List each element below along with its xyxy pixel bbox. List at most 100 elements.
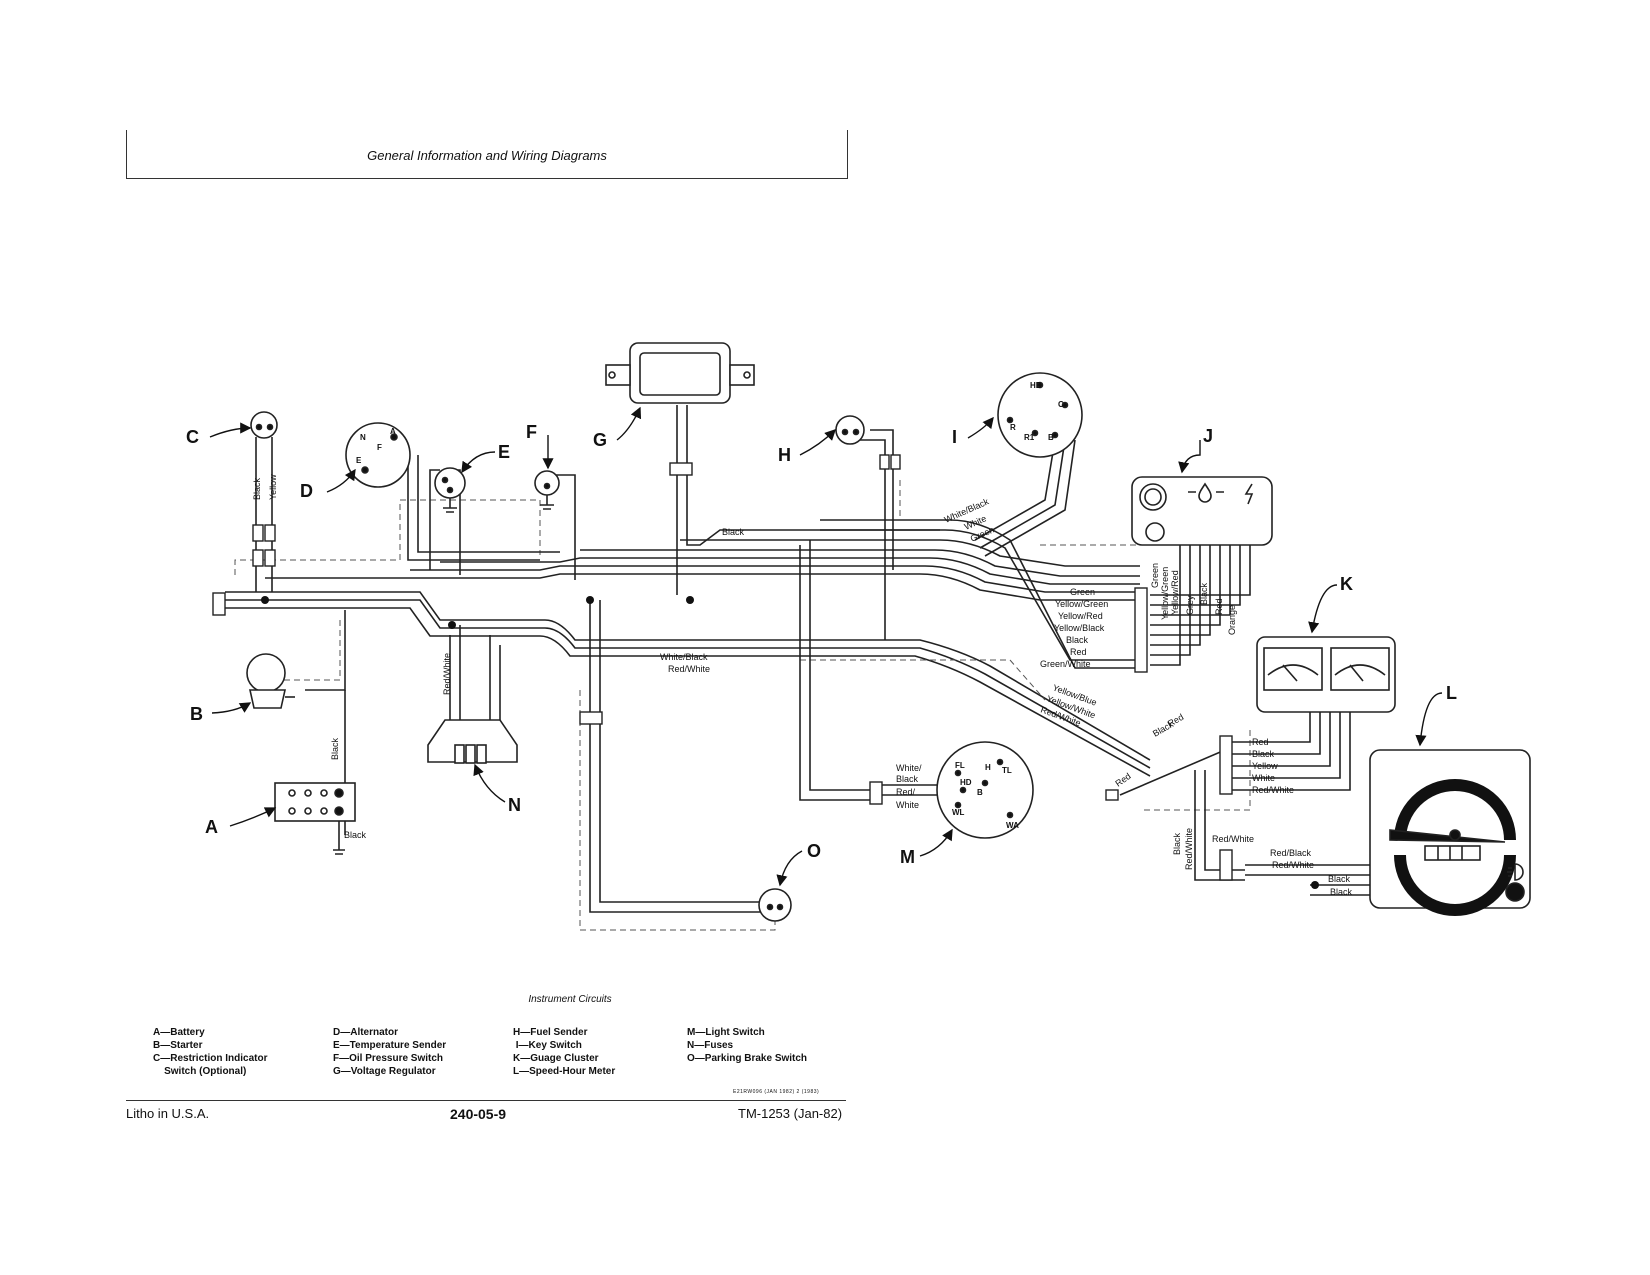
harness-upper — [820, 529, 1140, 661]
label-j: J — [1203, 426, 1213, 446]
harness-upper — [265, 573, 1140, 601]
terminal-label: TL — [1002, 766, 1012, 775]
restriction-switch-icon — [250, 411, 278, 439]
terminal-label: B — [977, 788, 983, 797]
connector — [669, 462, 693, 476]
starter-icon — [246, 653, 286, 693]
wire-label: Black — [1330, 887, 1353, 897]
label-b: B — [190, 704, 203, 724]
wire-label: Yellow/Black — [1054, 623, 1105, 633]
wire-label: Black — [344, 830, 367, 840]
harness-trunk — [225, 591, 1151, 761]
terminal-label: E — [356, 456, 362, 465]
wire-j — [1150, 545, 1201, 646]
terminal-label: N — [360, 433, 366, 442]
connector — [1219, 849, 1233, 881]
page-header: General Information and Wiring Diagrams — [126, 130, 848, 179]
key-switch-icon — [997, 372, 1083, 458]
wire-red-lead — [1119, 749, 1226, 796]
harness-upper — [580, 549, 1140, 577]
wire-i — [974, 439, 1056, 541]
figure-caption: Instrument Circuits — [528, 994, 612, 1005]
fine-print: E21RW096 (JAN 1982) 2 (1983) — [733, 1089, 820, 1095]
terminal-label: R — [1010, 423, 1016, 432]
wire-label: Black — [1328, 874, 1351, 884]
wire-j — [1150, 545, 1211, 636]
header-title: General Information and Wiring Diagrams — [367, 148, 607, 163]
terminal-label: HB — [1030, 381, 1042, 390]
wire-label: Red/White — [1184, 828, 1194, 870]
wire-j — [1150, 545, 1231, 616]
component-g — [605, 342, 755, 404]
wire-label: Yellow/Green — [1055, 599, 1108, 609]
component-d — [345, 422, 411, 488]
legend-item: K—Guage Cluster — [513, 1053, 599, 1064]
leader-k — [1308, 584, 1338, 634]
component-j — [1131, 476, 1273, 546]
wire-label: Yellow/Red — [1170, 570, 1180, 615]
legend-item: I—Key Switch — [513, 1040, 582, 1051]
legend-item: A—Battery — [153, 1027, 205, 1038]
connector — [579, 711, 603, 725]
alternator-icon — [345, 422, 411, 488]
terminal-label: FL — [955, 761, 965, 770]
footer-right: TM-1253 (Jan-82) — [738, 1106, 843, 1121]
legend-item: Switch (Optional) — [153, 1066, 247, 1077]
legend-item: C—Restriction Indicator — [153, 1053, 268, 1064]
page-number: 240-05-9 — [450, 1106, 507, 1122]
wire-e — [429, 469, 440, 570]
fuses-icon — [427, 719, 518, 763]
wire-label: Black — [252, 477, 262, 500]
wire-label: Yellow — [268, 474, 278, 500]
terminal-label: HD — [960, 778, 972, 787]
harness-outline — [260, 620, 341, 681]
wire-label: White/Black — [660, 652, 708, 662]
wire-label: Red — [1252, 737, 1269, 747]
label-f: F — [526, 422, 537, 442]
wire-label: Red — [1070, 647, 1087, 657]
wire-j — [1150, 545, 1221, 626]
wire-label: Black — [1252, 749, 1275, 759]
leader-o — [776, 850, 803, 887]
wire-k — [1230, 712, 1321, 755]
warning-light-panel-icon — [1131, 476, 1273, 546]
fuel-sender-icon — [835, 415, 865, 445]
harness-trunk — [225, 607, 1151, 777]
leader-m — [919, 828, 953, 857]
wire-label: Red/White — [1212, 834, 1254, 844]
wire-label: Red/White — [1272, 860, 1314, 870]
component-a — [274, 782, 356, 855]
harness-outline — [234, 499, 541, 575]
terminal-label: B — [1048, 433, 1054, 442]
component-i — [997, 372, 1083, 458]
leader-h — [799, 429, 836, 456]
wire-label: Black — [1172, 832, 1182, 855]
wire-i — [984, 439, 1076, 557]
leader-g — [616, 406, 642, 441]
legend-item: B—Starter — [153, 1040, 203, 1051]
wire-label: Yellow — [1252, 761, 1278, 771]
wire-label: Red — [1113, 771, 1132, 789]
component-h — [835, 415, 865, 445]
wire-label: White — [1252, 773, 1275, 783]
leader-b — [211, 702, 252, 714]
component-m — [936, 741, 1034, 839]
harness-upper — [820, 519, 1140, 669]
wire-label: Black — [1066, 635, 1089, 645]
label-e: E — [498, 442, 510, 462]
connector — [212, 592, 226, 616]
wire-k — [1230, 712, 1311, 743]
leader-e — [461, 451, 496, 474]
wire-k — [1230, 712, 1351, 791]
wire-label: Yellow/Red — [1058, 611, 1103, 621]
connector — [890, 454, 901, 470]
wire-h — [870, 429, 894, 570]
legend-item: D—Alternator — [333, 1027, 399, 1038]
wire-label: Red — [1214, 598, 1224, 615]
wire-label: White — [896, 800, 919, 810]
component-e — [434, 467, 466, 513]
label-l: L — [1446, 683, 1457, 703]
leader-j — [1178, 440, 1201, 474]
wire-label: Black — [722, 527, 745, 537]
component-b — [246, 653, 295, 709]
